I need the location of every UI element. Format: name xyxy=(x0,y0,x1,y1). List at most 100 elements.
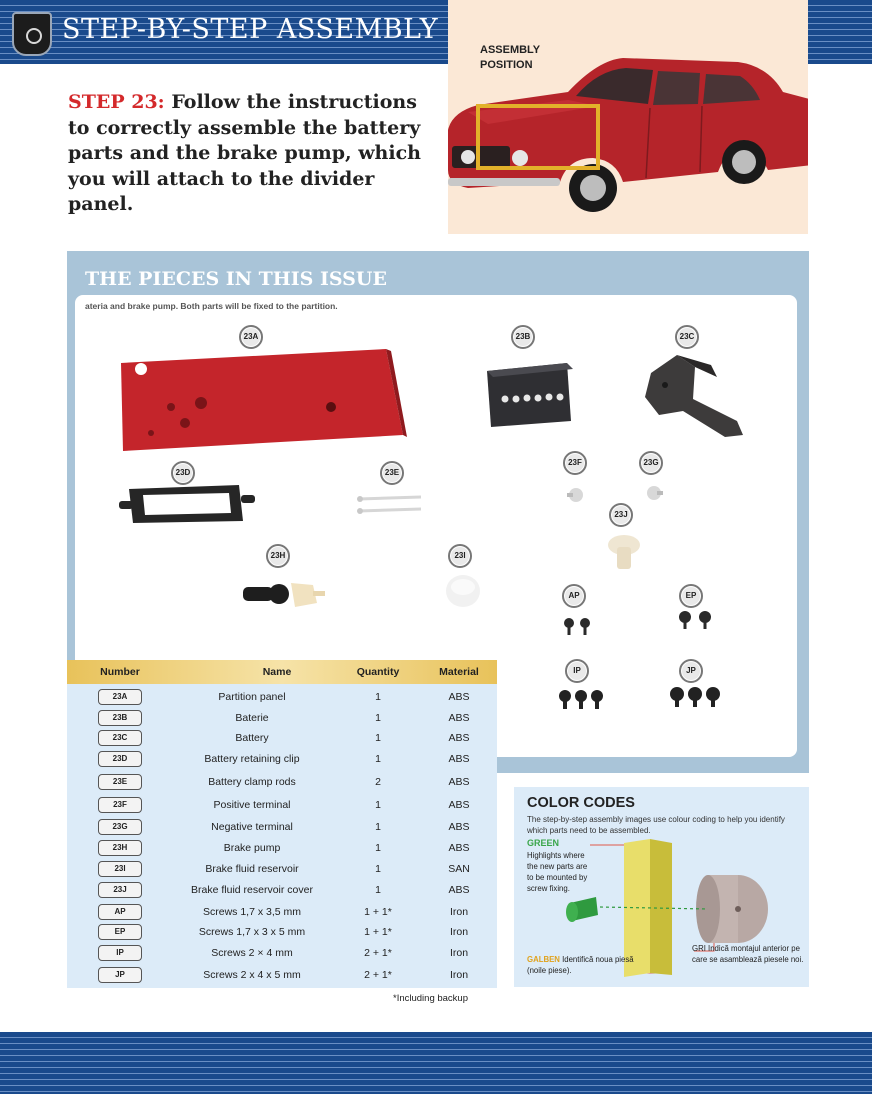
color-codes-description: The step-by-step assembly images use col… xyxy=(527,815,785,835)
table-row: EP Screws 1,7 x 3 x 5 mm 1 + 1* Iron xyxy=(67,922,497,943)
table-row: AP Screws 1,7 x 3,5 mm 1 + 1* Iron xyxy=(67,902,497,923)
row-material: ABS xyxy=(448,842,470,854)
row-number-badge: AP xyxy=(98,904,142,920)
row-quantity: 1 + 1* xyxy=(364,906,392,918)
negative-terminal-part xyxy=(647,486,663,500)
piece-label-23j: 23J xyxy=(609,503,633,527)
row-material: Iron xyxy=(449,906,469,918)
row-number-badge: IP xyxy=(98,945,142,961)
piece-label-ap: AP xyxy=(562,584,586,608)
header-material: Material xyxy=(439,666,479,678)
table-footnote: *Including backup xyxy=(393,993,468,1004)
partition-panel-part xyxy=(121,349,407,451)
row-quantity: 2 + 1* xyxy=(364,969,392,981)
row-number-badge: 23A xyxy=(98,689,142,705)
color-codes-title: COLOR CODES xyxy=(527,795,635,811)
fluid-reservoir-part xyxy=(446,575,480,607)
footer-band xyxy=(0,1032,872,1094)
row-name: Negative terminal xyxy=(211,821,293,833)
piece-label-23f: 23F xyxy=(563,451,587,475)
header-number: Number xyxy=(100,666,140,678)
row-material: ABS xyxy=(448,776,470,788)
row-quantity: 1 xyxy=(375,842,381,854)
row-number-badge: 23J xyxy=(98,882,142,898)
row-number-badge: 23H xyxy=(98,840,142,856)
row-quantity: 1 + 1* xyxy=(364,926,392,938)
row-name: Brake fluid reservoir xyxy=(205,863,299,875)
row-quantity: 2 xyxy=(375,776,381,788)
screws-ep-part xyxy=(679,611,711,629)
row-name: Baterie xyxy=(235,712,269,724)
table-row: 23B Baterie 1 ABS xyxy=(67,708,497,729)
row-number-badge: 23C xyxy=(98,730,142,746)
green-code-text: Highlights where the new parts are to be… xyxy=(527,851,588,893)
piece-label-23b: 23B xyxy=(511,325,535,349)
assembly-position-label: ASSEMBLY POSITION xyxy=(480,44,540,71)
row-material: ABS xyxy=(448,884,470,896)
piece-label-23i: 23I xyxy=(448,544,472,568)
green-code-title: GREEN xyxy=(527,838,560,848)
piece-label-23a: 23A xyxy=(239,325,263,349)
row-quantity: 1 xyxy=(375,884,381,896)
row-material: SAN xyxy=(448,863,470,875)
row-name: Battery retaining clip xyxy=(204,753,300,765)
row-name: Partition panel xyxy=(218,691,286,703)
screws-ap-part xyxy=(564,618,590,635)
table-row: JP Screws 2 x 4 x 5 mm 2 + 1* Iron xyxy=(67,965,497,986)
table-row: 23C Battery 1 ABS xyxy=(67,728,497,749)
page-title: STEP-BY-STEP ASSEMBLY xyxy=(62,14,439,45)
brake-pump-part xyxy=(243,583,325,607)
color-codes-panel: COLOR CODES The step-by-step assembly im… xyxy=(514,787,809,987)
piece-label-23c: 23C xyxy=(675,325,699,349)
row-quantity: 1 xyxy=(375,863,381,875)
row-number-badge: JP xyxy=(98,967,142,983)
row-name: Brake fluid reservoir cover xyxy=(191,884,313,896)
screws-ip-part xyxy=(559,690,603,709)
yellow-code-text: GALBEN Identifică noua piesă (noile pies… xyxy=(527,954,637,976)
table-row: 23J Brake fluid reservoir cover 1 ABS xyxy=(67,880,497,901)
piece-label-23h: 23H xyxy=(266,544,290,568)
table-row: 23F Positive terminal 1 ABS xyxy=(67,795,497,816)
row-number-badge: 23D xyxy=(98,751,142,767)
row-number-badge: 23F xyxy=(98,797,142,813)
table-row: 23H Brake pump 1 ABS xyxy=(67,838,497,859)
battery-bracket-part xyxy=(645,355,743,437)
row-number-badge: 23E xyxy=(98,774,142,790)
row-name: Positive terminal xyxy=(213,799,291,811)
row-material: Iron xyxy=(449,926,469,938)
assembly-position-highlight xyxy=(476,104,600,170)
pieces-title: THE PIECES IN THIS ISSUE xyxy=(85,268,387,290)
row-quantity: 1 xyxy=(375,753,381,765)
piece-label-ip: IP xyxy=(565,659,589,683)
car-image-panel: ASSEMBLY POSITION xyxy=(448,0,808,234)
piece-label-23d: 23D xyxy=(171,461,195,485)
brand-badge-icon xyxy=(12,12,52,56)
row-name: Screws 1,7 x 3,5 mm xyxy=(202,906,302,918)
parts-table: Number Name Quantity Material 23A Partit… xyxy=(67,660,497,988)
reservoir-cover-part xyxy=(608,535,640,569)
row-quantity: 2 + 1* xyxy=(364,947,392,959)
row-number-badge: 23B xyxy=(98,710,142,726)
row-name: Screws 2 x 4 x 5 mm xyxy=(203,969,301,981)
piece-label-23g: 23G xyxy=(639,451,663,475)
step-description: Follow the instructions to correctly ass… xyxy=(68,91,421,215)
row-number-badge: 23G xyxy=(98,819,142,835)
pieces-caption: ateria and brake pump. Both parts will b… xyxy=(85,301,338,311)
piece-label-jp: JP xyxy=(679,659,703,683)
yellow-code-description: Identifică noua piesă (noile piese). xyxy=(527,955,634,975)
battery-part xyxy=(487,363,573,427)
row-quantity: 1 xyxy=(375,732,381,744)
color-codes-diagram xyxy=(566,839,768,977)
step-instruction: STEP 23: Follow the instructions to corr… xyxy=(68,90,428,218)
row-name: Screws 1,7 x 3 x 5 mm xyxy=(198,926,306,938)
header-quantity: Quantity xyxy=(356,666,400,678)
step-label: STEP 23: xyxy=(68,91,165,113)
row-material: Iron xyxy=(449,969,469,981)
row-material: ABS xyxy=(448,712,470,724)
row-name: Battery xyxy=(235,732,269,744)
row-material: Iron xyxy=(449,947,469,959)
row-material: ABS xyxy=(448,691,470,703)
row-quantity: 1 xyxy=(375,712,381,724)
row-name: Brake pump xyxy=(223,842,281,854)
row-quantity: 1 xyxy=(375,691,381,703)
